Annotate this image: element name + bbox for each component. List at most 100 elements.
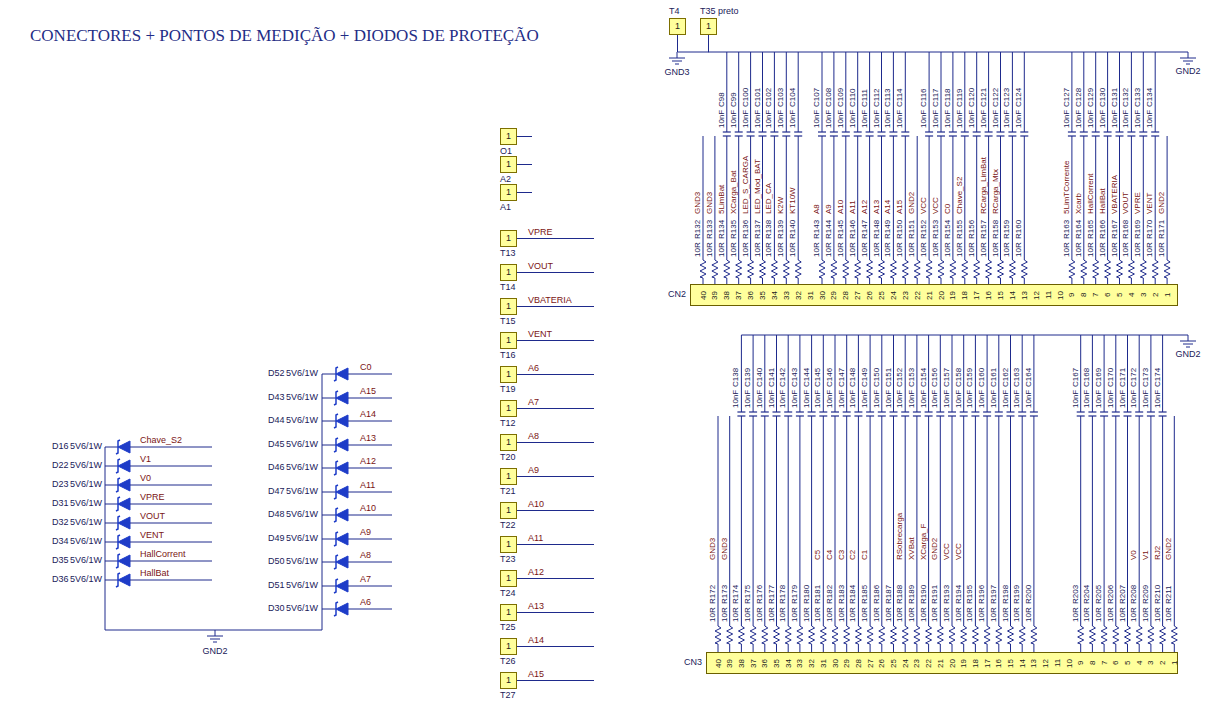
resistor-designator: R194 [954,585,963,604]
capacitor-symbol [784,411,792,412]
capacitor-designator: C167 [1071,368,1080,387]
pin-number: 40 [699,291,708,300]
test-point-label: T12 [500,418,516,429]
capacitor-value: 10nF [955,110,964,128]
zener-diode-bar [334,532,338,546]
resistor-value: 10R [883,242,892,257]
pin-number: 1 [506,437,511,448]
pin-number: 1 [506,471,511,482]
resistor-designator: R169 [1133,220,1142,239]
resistor-symbol [879,260,885,278]
capacitor-symbol [747,131,755,132]
resistor-designator: R170 [1145,220,1154,239]
capacitor-value: 10nF [1086,110,1095,128]
wire [928,644,929,652]
pin-number: 31 [806,291,815,300]
capacitor-value: 10nF [991,110,1000,128]
pin-number: 1 [675,21,680,32]
pin-number: 6 [1111,661,1120,665]
resistor-value: 10R [1133,242,1142,257]
wire [835,416,836,626]
test-point-label: T14 [500,282,516,293]
capacitor-designator: C104 [788,88,797,107]
capacitor-designator: C151 [884,368,893,387]
capacitor-symbol [983,411,991,412]
wire [799,416,800,626]
zener-diode-bar [116,497,120,511]
resistor-value: 10R [967,242,976,257]
pin-number: 14 [1008,291,1017,300]
resistor-designator: R138 [764,220,773,239]
net-label: A15 [360,386,376,397]
pin-number: 1 [506,233,511,244]
wire [517,164,532,165]
net-label: A13 [528,601,544,612]
test-point: 1O1 [500,128,517,145]
resistor-symbol [724,260,730,278]
wire [870,335,871,412]
ground-symbol [213,642,217,643]
capacitor-value: 10nF [778,390,787,408]
wire [952,335,953,412]
capacitor-designator: C159 [965,368,974,387]
test-point-label: T21 [500,486,516,497]
resistor-value: 10R [825,607,834,622]
net-label: A10 [360,503,376,514]
net-label: VENT [140,530,164,541]
wire [905,335,906,412]
resistor-value: 10R [1086,242,1095,257]
resistor-designator: R177 [767,585,776,604]
pin-number: 11 [1044,291,1053,299]
capacitor-value: 10nF [872,390,881,408]
wire [1092,416,1093,626]
net-label: GND3 [720,538,729,560]
diode-value: 5V6/1W [286,603,318,614]
pin-number: 31 [819,659,828,668]
pin-number: 34 [784,659,793,668]
resistor-designator: R211 [1164,585,1173,604]
resistor-designator: R167 [1110,220,1119,239]
wire [833,136,834,260]
wire [130,561,212,562]
wire [348,492,392,493]
capacitor-value: 10nF [954,390,963,408]
capacitor-value: 10nF [837,390,846,408]
pin-number: 23 [901,291,910,300]
test-point: 1T27 [500,672,517,689]
resistor-designator: R171 [1157,220,1166,239]
diode-designator: D49 [268,533,285,544]
wire [1095,52,1096,132]
wire [517,340,594,341]
net-label: HallBat [1098,188,1107,214]
net-label: VCC [942,543,951,560]
resistor-value: 10R [1121,242,1130,257]
resistor-designator: R203 [1071,585,1080,604]
capacitor-designator: C148 [848,368,857,387]
capacitor-value: 10nF [848,390,857,408]
resistor-value: 10R [813,607,822,622]
wire [750,52,751,132]
test-point-label: T24 [500,588,516,599]
capacitor-value: 10nF [755,390,764,408]
ground-symbol [1183,61,1193,62]
resistor-designator: R205 [1094,585,1103,604]
resistor-symbol [949,626,955,644]
pin-number: 38 [722,291,731,300]
capacitor-symbol [1068,131,1076,132]
resistor-designator: R188 [895,585,904,604]
capacitor-symbol [1007,411,1015,412]
resistor-designator: R158 [991,220,1000,239]
capacitor-designator: C127 [1062,88,1071,107]
resistor-value: 10R [837,607,846,622]
pin-number: 16 [984,291,993,300]
pin-number: 36 [760,659,769,668]
resistor-symbol [736,260,742,278]
connector-designator: CN2 [668,289,686,300]
net-label: VENT [1145,193,1154,214]
wire [1162,416,1163,626]
wire [1022,644,1023,652]
wire [1107,136,1108,260]
wire [105,630,322,631]
wire [1188,52,1189,58]
wire [105,561,118,562]
